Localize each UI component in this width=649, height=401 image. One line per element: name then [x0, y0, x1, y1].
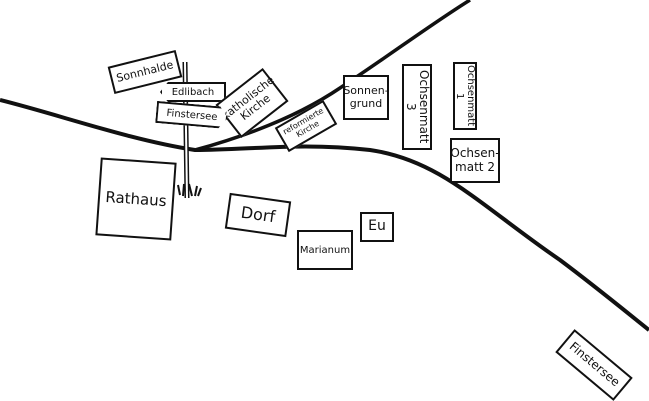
label-eu: Eu: [360, 212, 394, 242]
label-marianum: Marianum: [297, 230, 353, 270]
label-sonnengrund: Sonnen- grund: [343, 75, 389, 120]
sign-edlibach: Edlibach: [160, 82, 226, 102]
label-ochsenmatt-1: Ochsenmatt 1: [453, 62, 477, 130]
label-ochsenmatt-2: Ochsen- matt 2: [450, 138, 500, 183]
label-ochsenmatt-3: Ochsenmatt 3: [402, 64, 432, 150]
grass-icon: [177, 183, 202, 197]
label-rathaus: Rathaus: [95, 157, 177, 241]
main-road: [0, 98, 649, 332]
